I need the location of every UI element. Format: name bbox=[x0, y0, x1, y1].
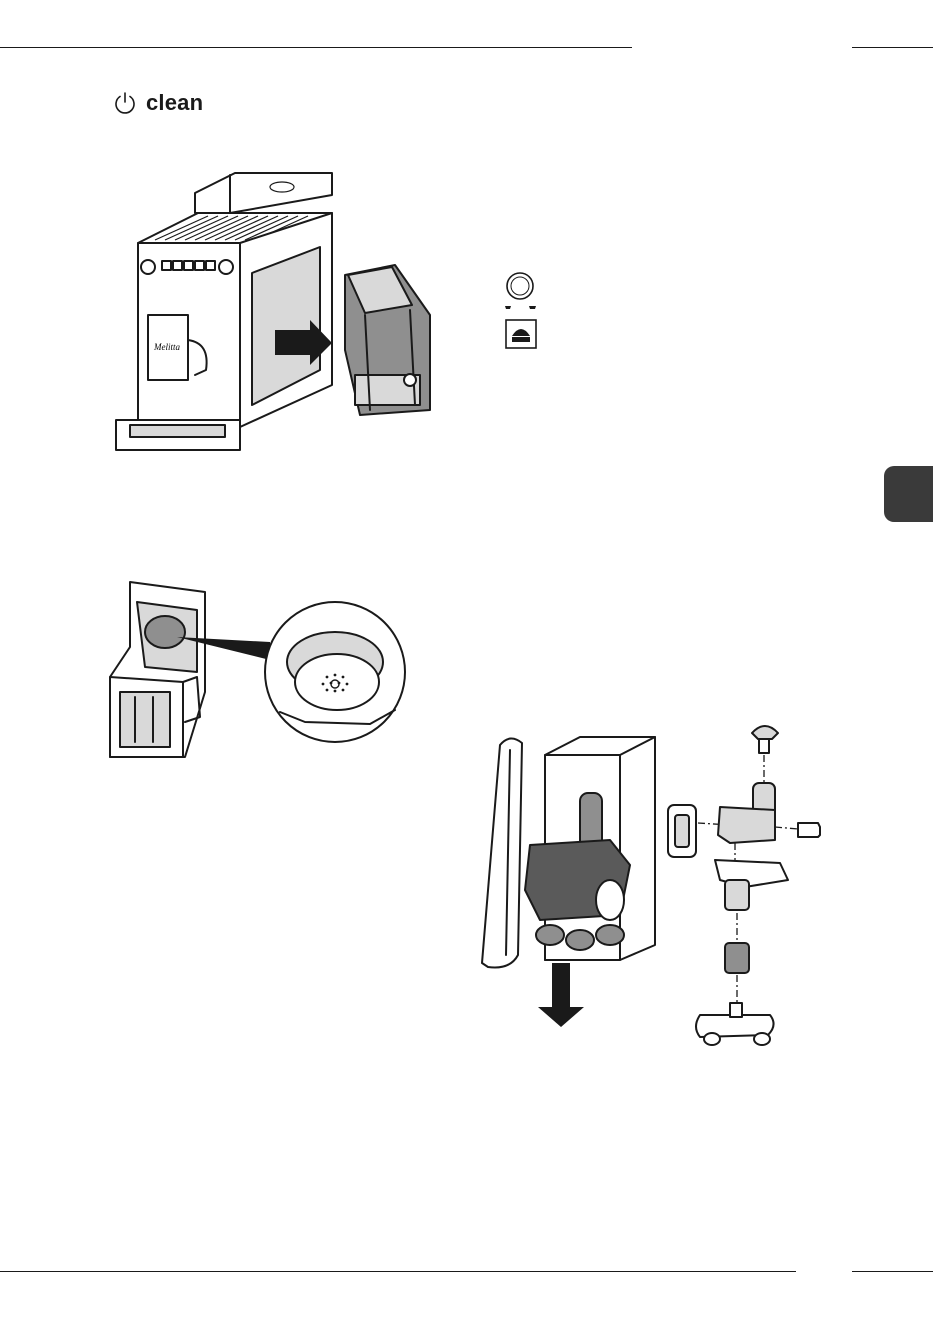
bottom-rule-left bbox=[0, 1271, 796, 1272]
section-title: clean bbox=[112, 88, 203, 118]
top-rule-right bbox=[852, 47, 933, 48]
coffee-machine-illustration: Melitta bbox=[110, 165, 440, 470]
rotary-knob-icon bbox=[505, 273, 536, 309]
title-text: clean bbox=[146, 90, 203, 116]
brew-unit-illustration bbox=[105, 572, 410, 767]
bottom-rule-right bbox=[852, 1271, 933, 1272]
coffee-outlet-exploded-illustration bbox=[470, 715, 840, 1055]
coffee-bean-button-icon bbox=[506, 320, 536, 348]
chapter-tab bbox=[884, 466, 933, 522]
svg-text:Melitta: Melitta bbox=[153, 342, 180, 352]
top-rule-left bbox=[0, 47, 632, 48]
power-icon bbox=[112, 90, 138, 116]
control-symbols bbox=[500, 268, 550, 350]
